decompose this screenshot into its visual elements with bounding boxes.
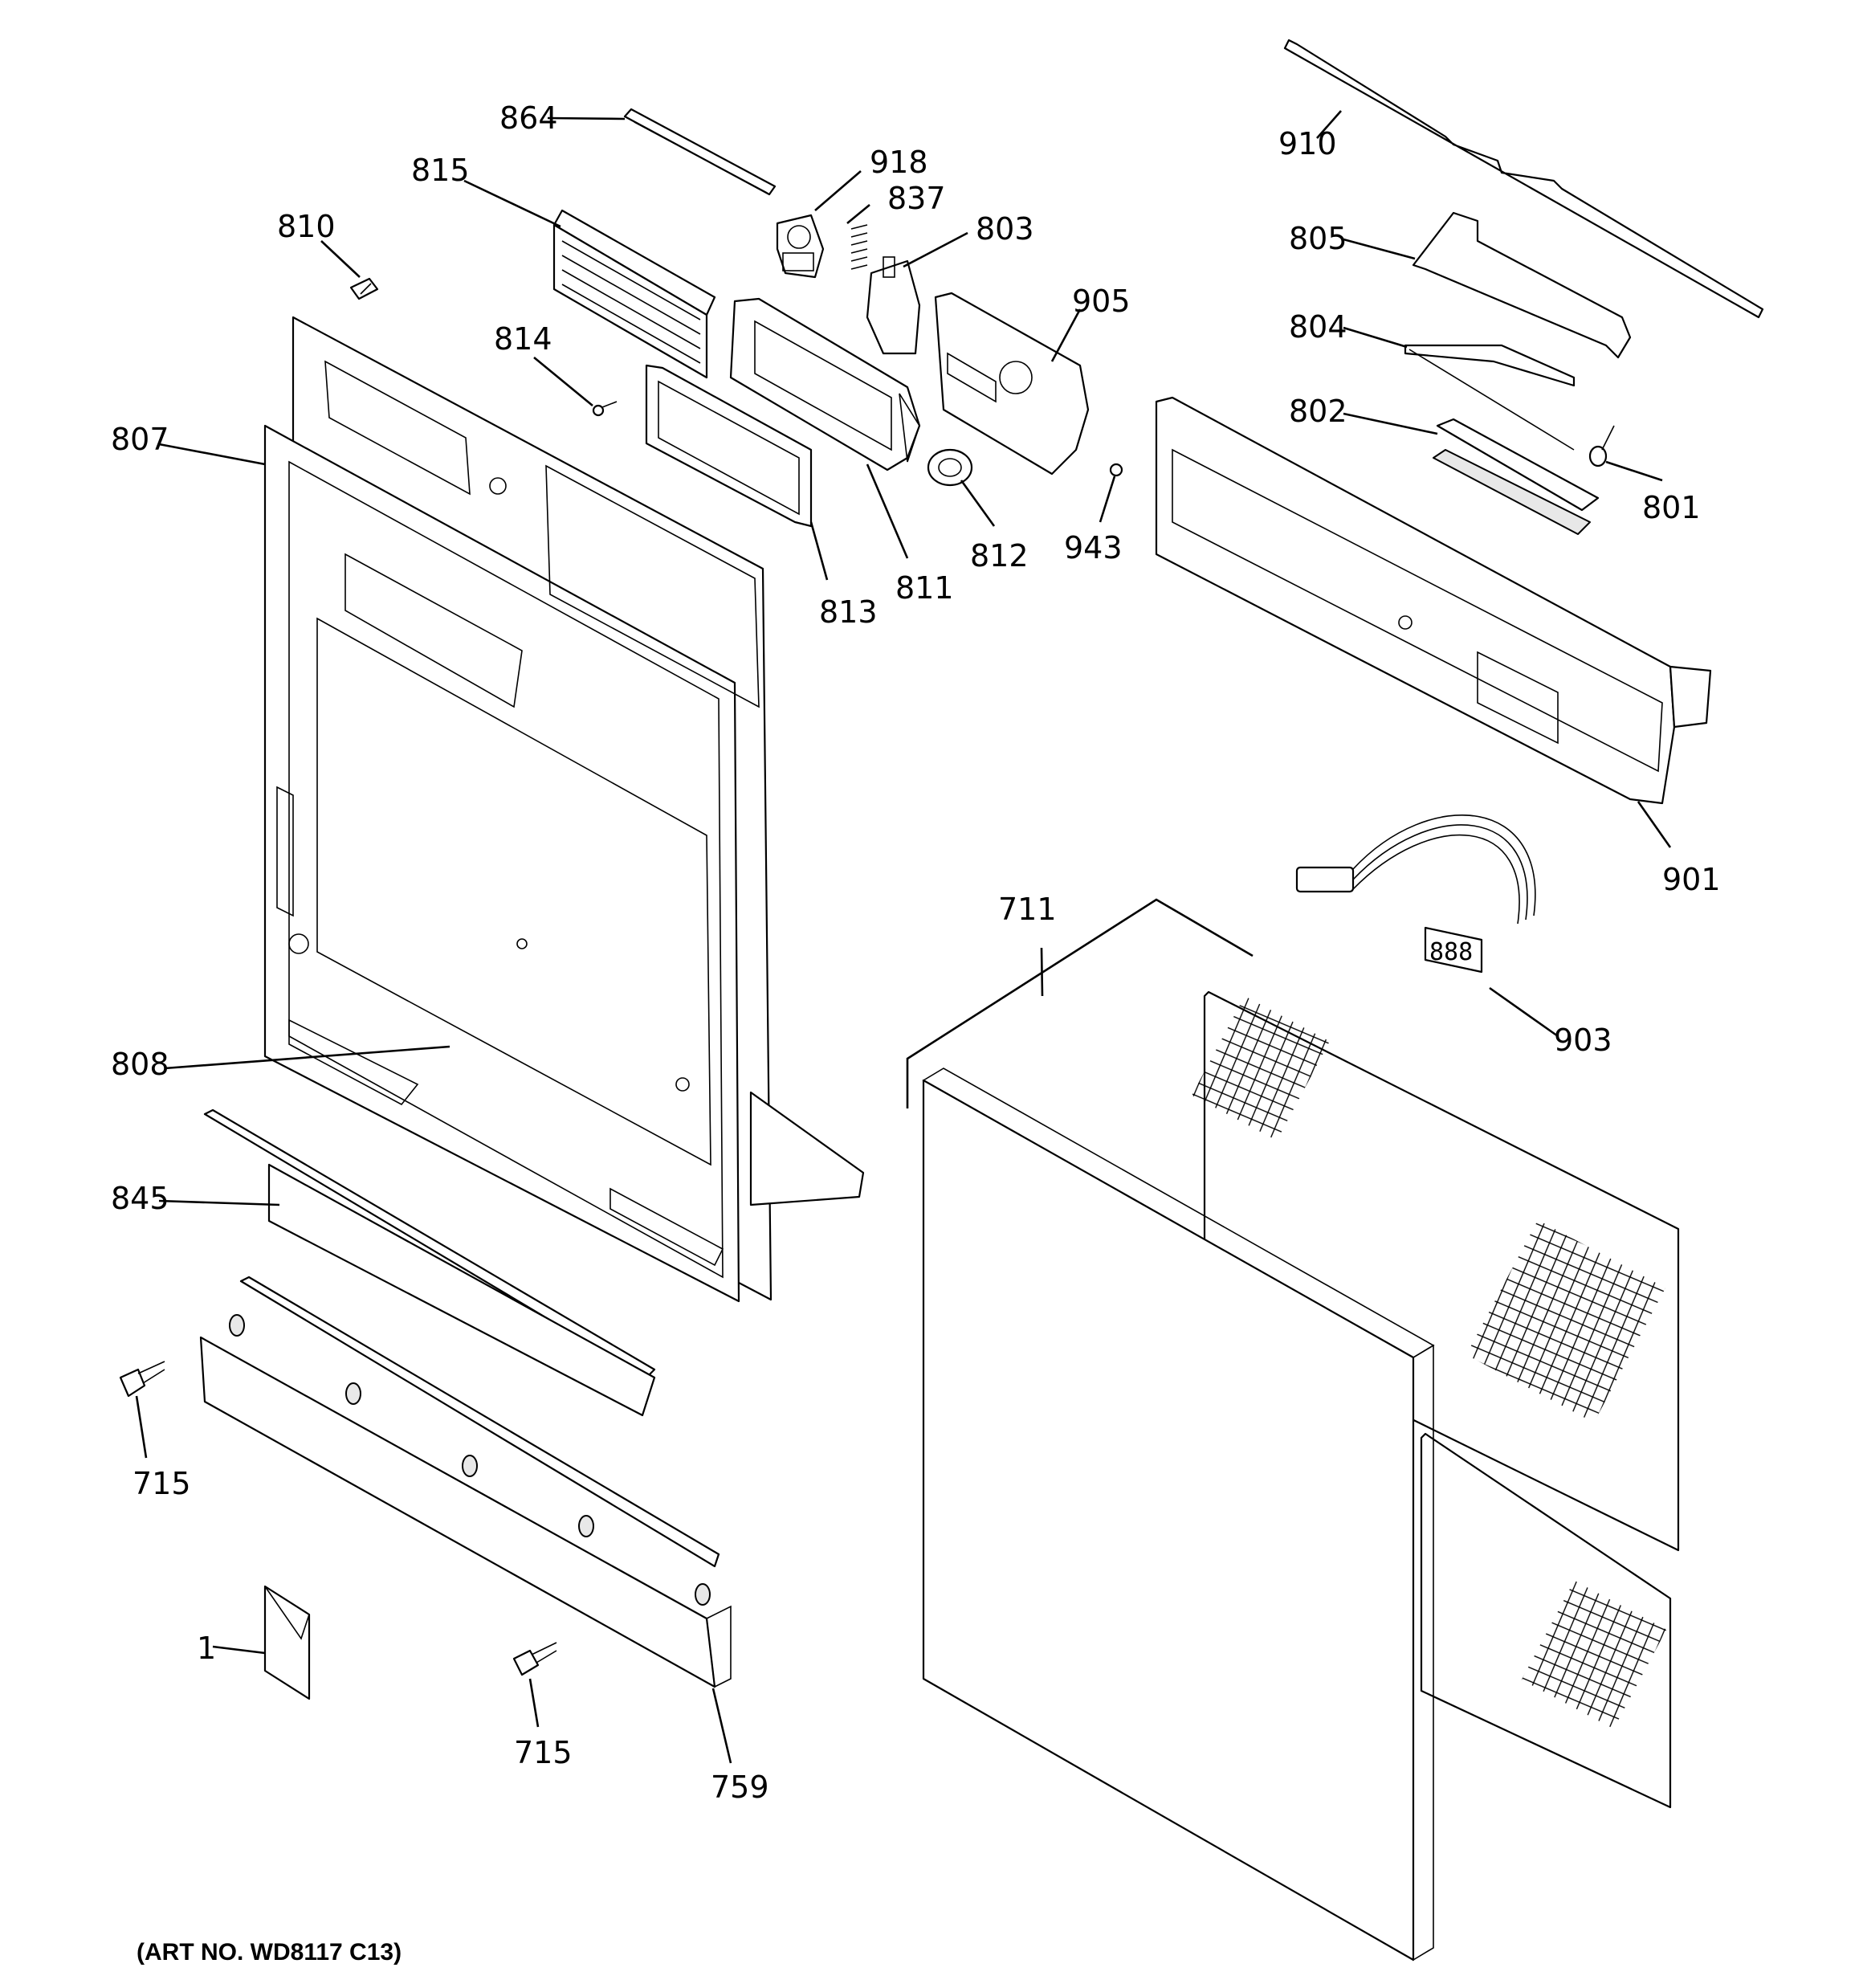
handle-hinge	[1433, 418, 1600, 535]
callout-943: 943	[1064, 530, 1123, 565]
callout-labels: 864 918 837 803 815 810 905 814 807 813 …	[111, 100, 1721, 1805]
callout-801: 801	[1642, 490, 1701, 525]
callout-807: 807	[111, 422, 169, 457]
svg-text:888: 888	[1429, 938, 1473, 966]
callout-864: 864	[499, 100, 558, 136]
callout-812: 812	[970, 538, 1029, 574]
rinse-aid-cap	[927, 448, 973, 487]
screw-814	[592, 401, 618, 417]
callout-811: 811	[895, 570, 954, 606]
callout-808: 808	[111, 1047, 169, 1082]
screw-943	[1109, 463, 1123, 477]
callout-901: 901	[1662, 862, 1721, 897]
torsion-spring	[1588, 425, 1615, 467]
callout-803: 803	[976, 211, 1034, 247]
screw-810	[349, 277, 379, 300]
leader-lines	[135, 110, 1672, 1764]
callout-905: 905	[1072, 284, 1131, 319]
control-console	[1155, 396, 1712, 805]
callout-903: 903	[1554, 1023, 1612, 1058]
callout-804: 804	[1289, 309, 1347, 345]
toe-panel	[199, 1276, 732, 1688]
callout-805: 805	[1289, 221, 1347, 256]
art-number: (ART NO. WD8117 C13)	[137, 1939, 402, 1966]
screw-715-left	[119, 1361, 165, 1398]
outer-door-panel	[922, 990, 1680, 1961]
callout-802: 802	[1289, 394, 1347, 429]
callout-813: 813	[819, 594, 878, 630]
screw-715-bottom	[512, 1642, 557, 1676]
bottom-trim-strip	[203, 1108, 656, 1417]
callout-837: 837	[887, 181, 946, 216]
callout-910: 910	[1278, 126, 1337, 161]
door-switch	[866, 256, 921, 355]
spring	[850, 224, 868, 270]
callout-711: 711	[998, 892, 1057, 927]
vent-strip	[623, 108, 777, 196]
callout-810: 810	[277, 209, 336, 244]
hinge-bracket	[1412, 211, 1632, 359]
callout-1: 1	[197, 1631, 216, 1666]
callout-815: 815	[411, 153, 470, 188]
vent-grille	[552, 209, 716, 379]
literature-envelope	[263, 1585, 311, 1700]
display-harness: 888	[1295, 814, 1536, 974]
callout-845: 845	[111, 1181, 169, 1216]
callout-814: 814	[494, 321, 552, 357]
top-channel	[1283, 39, 1764, 319]
callout-715-bottom: 715	[514, 1735, 573, 1770]
callout-759: 759	[711, 1770, 769, 1805]
detergent-dispenser	[729, 297, 921, 471]
door-latch	[776, 214, 825, 279]
gasket-frame	[645, 364, 813, 528]
callout-918: 918	[870, 145, 928, 180]
inner-door-panel	[263, 316, 865, 1303]
rod-bracket	[1404, 344, 1576, 451]
control-board	[934, 292, 1090, 476]
callout-715-left: 715	[132, 1466, 191, 1501]
